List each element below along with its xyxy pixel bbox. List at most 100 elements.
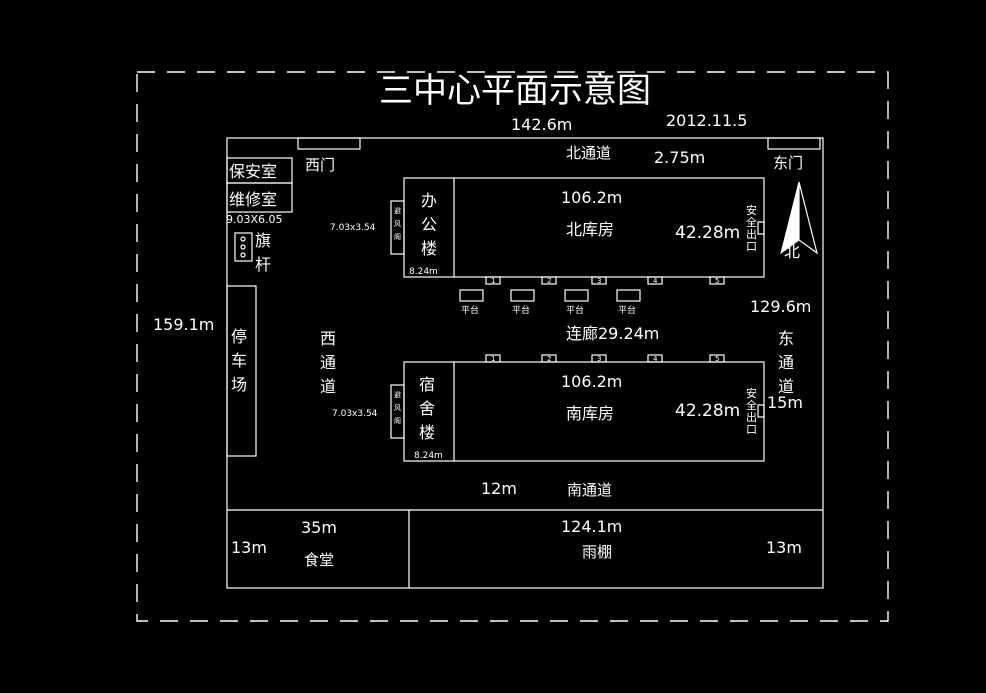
west-gate-label: 西门	[305, 156, 335, 174]
north-exit-label-1: 安	[746, 203, 757, 217]
south-door-number: 2	[547, 355, 551, 363]
north-exit-label-2: 全	[746, 215, 757, 229]
outer-boundary	[136, 71, 889, 622]
north-vestibule-label-1: 避	[394, 206, 401, 215]
south-vestibule-label-2: 风	[394, 404, 401, 412]
left-height-dimension: 159.1m	[153, 315, 214, 334]
north-exit-label-4: 口	[746, 240, 757, 253]
platform-label: 平台	[618, 304, 636, 316]
north-door-4	[647, 276, 663, 285]
canteen-label: 食堂	[304, 551, 334, 569]
north-door-5	[709, 276, 725, 285]
south-door-number: 1	[491, 355, 495, 363]
office-width-dimension: 8.24m	[409, 267, 438, 277]
south-exit-label-3: 出	[746, 410, 757, 424]
platform-label: 平台	[566, 304, 584, 316]
flagpole-icon	[240, 236, 246, 242]
south-exit-label-4: 口	[746, 423, 757, 436]
south-warehouse-label: 南库房	[566, 404, 614, 423]
flagpole-base	[234, 232, 253, 262]
south-exit-label-2: 全	[746, 398, 757, 412]
east-road-label-2: 通	[778, 353, 794, 372]
west-road-label-2: 通	[320, 353, 336, 372]
parking-lot	[226, 285, 257, 457]
platform-2	[510, 289, 535, 302]
south-door-number: 4	[653, 355, 658, 363]
north-door-number: 3	[597, 277, 601, 285]
east-road-label-3: 道	[778, 377, 794, 396]
south-exit-door	[757, 404, 765, 418]
dorm-label-3: 楼	[419, 423, 435, 442]
flagpole-icon	[240, 252, 246, 258]
east-gate-label: 东门	[773, 154, 803, 172]
north-road-gap-dimension: 2.75m	[654, 148, 705, 167]
right-height-dimension: 129.6m	[750, 297, 811, 316]
office-label-3: 楼	[421, 239, 437, 258]
south-warehouse-length: 106.2m	[561, 372, 622, 391]
canteen-length-dimension: 35m	[301, 518, 337, 537]
south-vestibule-label-1: 避	[394, 390, 401, 399]
flagpole-label-2: 杆	[255, 255, 271, 274]
north-vestibule	[390, 200, 405, 255]
office-label-2: 公	[421, 215, 437, 234]
repair-room	[226, 182, 293, 213]
north-door-number: 2	[547, 277, 551, 285]
date-label: 2012.11.5	[666, 111, 747, 130]
north-vestibule-label-3: 阁	[394, 232, 401, 241]
west-road-label-1: 西	[320, 329, 336, 348]
north-vestibule-dimension: 7.03x3.54	[330, 223, 376, 233]
north-arrow-icon	[780, 181, 818, 255]
repair-room-label: 维修室	[229, 190, 277, 209]
flagpole-icon	[240, 244, 246, 250]
platform-label: 平台	[512, 304, 530, 316]
south-vestibule-dimension: 7.03x3.54	[332, 409, 378, 419]
page-title: 三中心平面示意图	[379, 71, 651, 111]
dorm-label-2: 舍	[419, 399, 435, 418]
canopy-label: 雨棚	[582, 543, 612, 561]
west-gate	[297, 137, 361, 150]
south-vestibule-label-3: 阁	[394, 416, 401, 425]
platform-3	[564, 289, 589, 302]
south-road-label: 南通道	[567, 481, 612, 499]
north-label: 北	[784, 242, 800, 261]
flagpole-label-1: 旗	[255, 231, 271, 250]
platform-1	[459, 289, 484, 302]
dorm-width-dimension: 8.24m	[414, 451, 443, 461]
east-road-label-1: 东	[778, 329, 794, 348]
corridor-label: 连廊29.24m	[566, 324, 659, 343]
north-door-number: 4	[653, 277, 658, 285]
south-road-width-dimension: 12m	[481, 479, 517, 498]
north-exit-label-3: 出	[746, 227, 757, 241]
south-exit-label-1: 安	[746, 386, 757, 400]
north-warehouse-label: 北库房	[566, 220, 614, 239]
canopy-depth-dimension: 13m	[766, 538, 802, 557]
guard-size-dimension: 9.03X6.05	[226, 213, 283, 226]
north-door-number: 5	[715, 277, 719, 285]
south-vestibule	[390, 384, 405, 439]
north-door-1	[485, 276, 501, 285]
north-vestibule-label-2: 风	[394, 220, 401, 228]
parking-label-3: 场	[231, 375, 247, 394]
south-warehouse-depth: 42.28m	[675, 401, 740, 421]
south-door-number: 5	[715, 355, 719, 363]
canopy-length-dimension: 124.1m	[561, 517, 622, 536]
north-road-label: 北通道	[566, 144, 611, 162]
top-width-dimension: 142.6m	[511, 115, 572, 134]
office-label-1: 办	[421, 191, 437, 210]
east-road-width-dimension: 15m	[767, 393, 803, 412]
north-warehouse-length: 106.2m	[561, 188, 622, 207]
canteen-depth-dimension: 13m	[231, 538, 267, 557]
dorm-label-1: 宿	[419, 375, 435, 394]
north-door-number: 1	[491, 277, 495, 285]
west-road-label-3: 道	[320, 377, 336, 396]
parking-label-1: 停	[231, 327, 247, 346]
north-warehouse-depth: 42.28m	[675, 223, 740, 243]
platform-label: 平台	[461, 304, 479, 316]
south-door-number: 3	[597, 355, 601, 363]
north-door-2	[541, 276, 557, 285]
north-door-3	[591, 276, 607, 285]
platform-4	[616, 289, 641, 302]
parking-label-2: 车	[231, 351, 247, 370]
